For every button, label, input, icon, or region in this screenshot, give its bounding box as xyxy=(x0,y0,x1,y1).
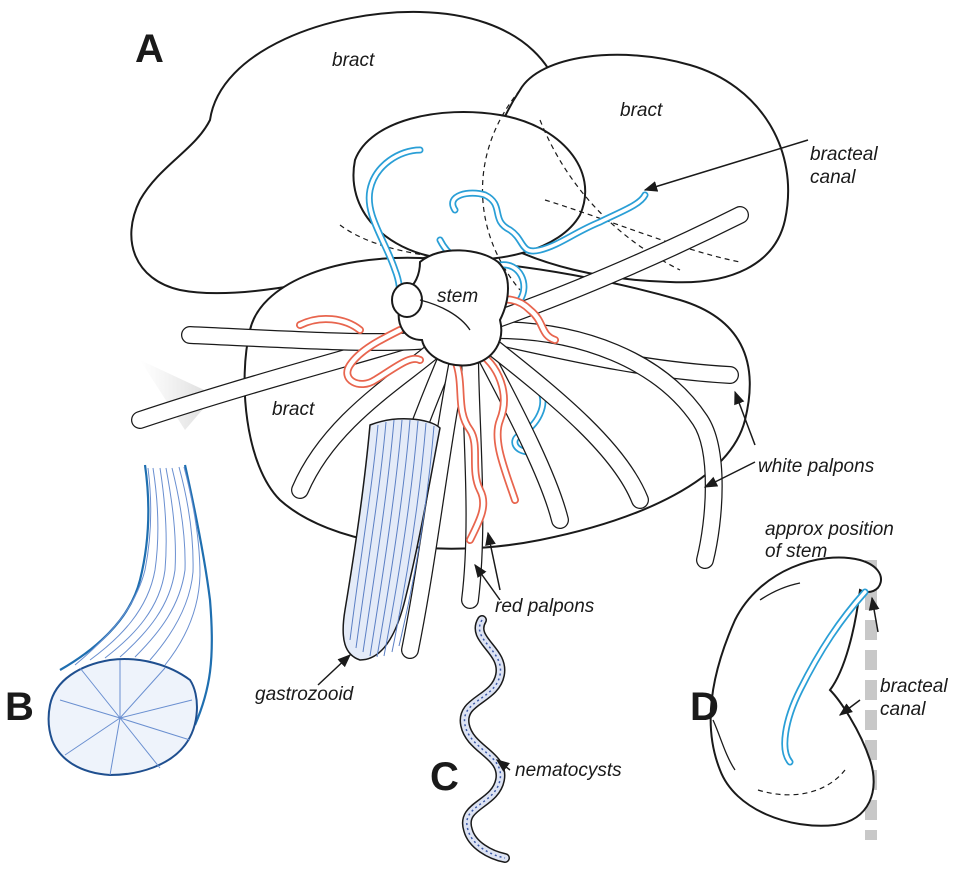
panel-label-a: A xyxy=(135,27,164,71)
label-bracteal-canal-line2: canal xyxy=(810,167,856,188)
label-d-bracteal: bracteal xyxy=(880,676,948,697)
label-d-canal: canal xyxy=(880,699,926,720)
label-bracteal-canal-line1: bracteal xyxy=(810,144,878,165)
label-bract-top: bract xyxy=(332,50,375,71)
label-gastrozooid: gastrozooid xyxy=(255,684,355,705)
label-approx-position-line2: of stem xyxy=(765,541,827,562)
panel-a xyxy=(131,12,788,660)
label-approx-position-line1: approx position xyxy=(765,519,894,540)
panel-d-bract-side xyxy=(711,558,881,841)
panel-b-gastrozooid-detail xyxy=(49,465,212,775)
label-nematocysts: nematocysts xyxy=(515,760,622,781)
label-bract-lower: bract xyxy=(272,399,315,420)
label-bract-right: bract xyxy=(620,100,663,121)
label-white-palpons: white palpons xyxy=(758,456,875,477)
bract-small xyxy=(353,112,585,260)
label-stem: stem xyxy=(437,286,478,307)
label-red-palpons: red palpons xyxy=(495,596,595,617)
panel-label-c: C xyxy=(430,755,459,799)
panel-label-d: D xyxy=(690,685,719,729)
panel-c-nematocysts xyxy=(465,620,505,858)
panel-label-b: B xyxy=(5,685,34,729)
